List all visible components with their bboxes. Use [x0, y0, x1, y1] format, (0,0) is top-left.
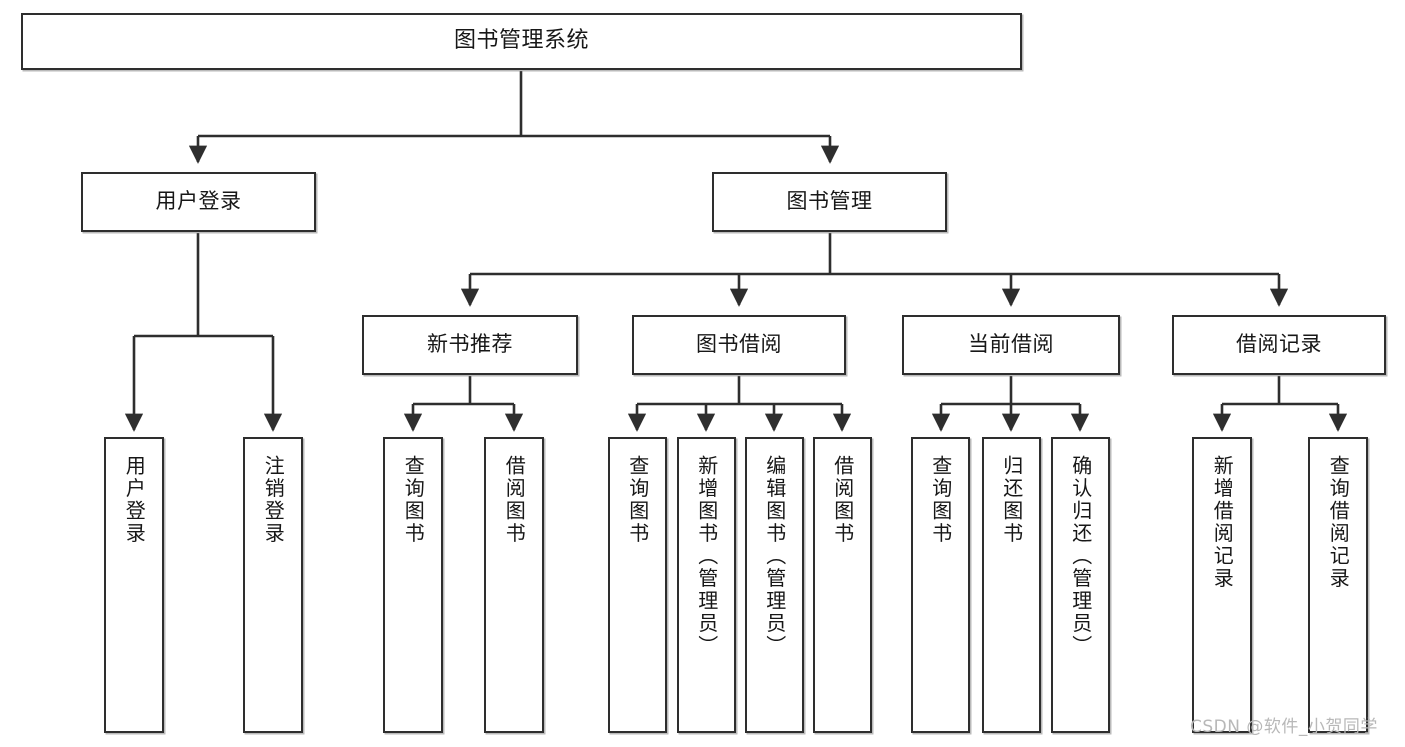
leaf-borrow-edit-book-admin[interactable]: 编辑图书（管理员） [745, 437, 804, 733]
node-label: 借阅图书 [830, 455, 855, 545]
node-label: 当前借阅 [968, 332, 1054, 357]
leaf-user-login[interactable]: 用户登录 [104, 437, 164, 733]
leaf-recommend-query-book[interactable]: 查询图书 [383, 437, 443, 733]
node-label: 注销登录 [261, 455, 286, 545]
node-label: 图书管理系统 [453, 28, 589, 54]
node-root-library-system[interactable]: 图书管理系统 [21, 13, 1022, 70]
node-new-book-recommend[interactable]: 新书推荐 [362, 315, 578, 375]
node-label: 新增借阅记录 [1210, 455, 1235, 590]
leaf-borrow-query-book[interactable]: 查询图书 [608, 437, 667, 733]
node-label: 借阅记录 [1236, 332, 1322, 357]
leaf-current-confirm-return-admin[interactable]: 确认归还（管理员） [1051, 437, 1110, 733]
node-label: 借阅图书 [502, 455, 527, 545]
node-label: 确认归还（管理员） [1068, 455, 1093, 658]
node-current-borrow[interactable]: 当前借阅 [902, 315, 1120, 375]
node-label: 查询图书 [928, 455, 953, 545]
leaf-borrow-add-book-admin[interactable]: 新增图书（管理员） [677, 437, 736, 733]
leaf-recommend-borrow-book[interactable]: 借阅图书 [484, 437, 544, 733]
node-label: 用户登录 [155, 189, 242, 214]
node-book-management[interactable]: 图书管理 [712, 172, 947, 232]
leaf-current-return-book[interactable]: 归还图书 [982, 437, 1041, 733]
node-book-borrow[interactable]: 图书借阅 [632, 315, 846, 375]
leaf-record-add-record[interactable]: 新增借阅记录 [1192, 437, 1252, 733]
leaf-borrow-borrow-book[interactable]: 借阅图书 [813, 437, 872, 733]
node-label: 编辑图书（管理员） [762, 455, 787, 658]
node-label: 图书管理 [786, 189, 873, 214]
leaf-current-query-book[interactable]: 查询图书 [911, 437, 970, 733]
node-user-login[interactable]: 用户登录 [81, 172, 316, 232]
node-label: 查询借阅记录 [1326, 455, 1351, 590]
csdn-watermark: CSDN @软件_小贺同学 [1190, 717, 1378, 737]
node-label: 查询图书 [625, 455, 650, 545]
node-label: 新增图书（管理员） [694, 455, 719, 658]
node-borrow-record[interactable]: 借阅记录 [1172, 315, 1386, 375]
leaf-user-logout[interactable]: 注销登录 [243, 437, 303, 733]
node-label: 图书借阅 [696, 332, 782, 357]
node-label: 新书推荐 [427, 332, 513, 357]
node-label: 用户登录 [122, 455, 147, 545]
node-label: 查询图书 [401, 455, 426, 545]
leaf-record-query-record[interactable]: 查询借阅记录 [1308, 437, 1368, 733]
node-label: 归还图书 [999, 455, 1024, 545]
